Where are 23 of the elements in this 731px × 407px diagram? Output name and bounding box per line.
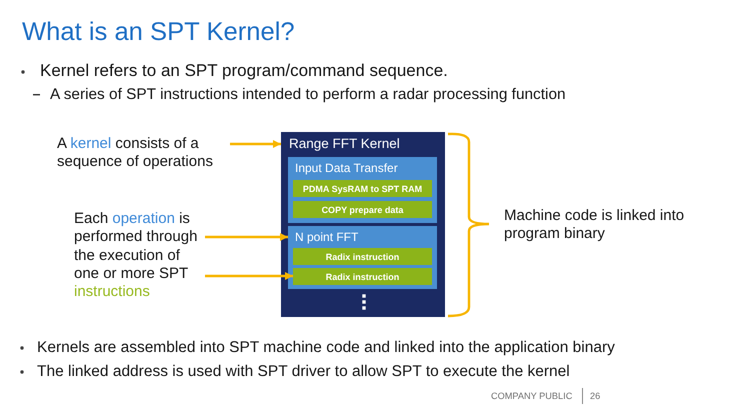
bullet-text: Kernels are assembled into SPT machine code and linked into the application binary bbox=[37, 338, 615, 357]
bullet-text: Kernel refers to an SPT program/command sequence. bbox=[40, 61, 448, 81]
slide-title: What is an SPT Kernel? bbox=[22, 17, 295, 47]
kernel-box bbox=[281, 132, 445, 317]
operation-title: Input Data Transfer bbox=[295, 161, 398, 176]
operation-title: N point FFT bbox=[295, 230, 358, 245]
annotation-text: A kernel consists of a sequence of operations bbox=[57, 135, 230, 171]
instruction-box: Radix instruction bbox=[293, 248, 432, 265]
footer-text: COMPANY PUBLIC bbox=[491, 391, 572, 402]
instruction-box: COPY prepare data bbox=[293, 201, 432, 218]
sub-bullet-text: A series of SPT instructions intended to perform a radar processing function bbox=[50, 86, 566, 104]
arrow bbox=[205, 233, 288, 241]
page-number: 26 bbox=[590, 391, 600, 402]
annotation-text: Each operation is performed through the execution of one or more SPT instructions bbox=[74, 210, 205, 302]
bullet-text: The linked address is used with SPT driver to allow SPT to execute the kernel bbox=[37, 362, 570, 381]
instruction-box: Radix instruction bbox=[293, 268, 432, 285]
annotation-text: Machine code is linked into program binary bbox=[504, 207, 686, 243]
operation-box bbox=[288, 226, 437, 289]
operation-box bbox=[288, 157, 437, 223]
arrow bbox=[230, 140, 281, 148]
arrow bbox=[205, 272, 293, 280]
instruction-box: PDMA SysRAM to SPT RAM bbox=[293, 180, 432, 197]
kernel-title: Range FFT Kernel bbox=[289, 135, 400, 152]
